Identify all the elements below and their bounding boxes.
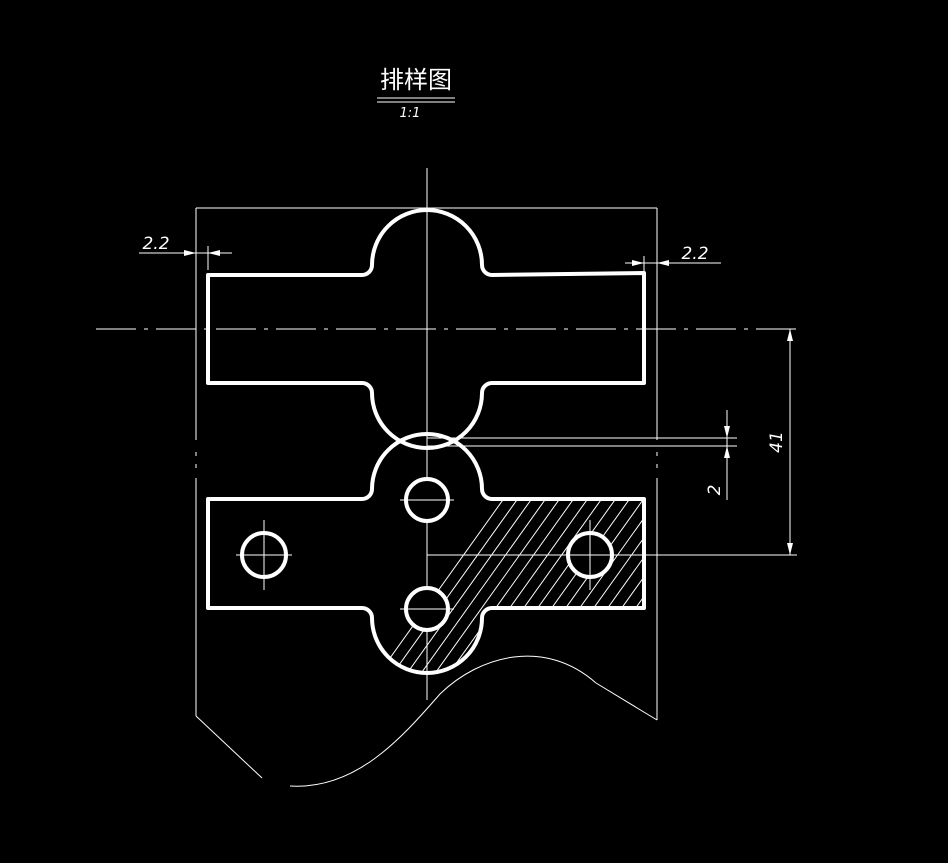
hatch-line: [850, 420, 948, 700]
hatch-line: [794, 420, 948, 700]
hatch-line: [934, 420, 948, 700]
dimension-left-margin: 2.2: [139, 234, 232, 270]
hatch-line: [878, 420, 948, 700]
hatch-line: [836, 420, 948, 700]
hatch-line: [625, 434, 644, 673]
hatch-line: [668, 420, 868, 700]
hatch-line: [639, 434, 644, 673]
hatch-line: [696, 420, 896, 700]
drawing-scale: 1:1: [400, 106, 421, 121]
hatch-line: [752, 420, 948, 700]
hatch-line: [766, 420, 948, 700]
right-margin-label: 2.2: [681, 244, 708, 264]
dimension-pitch: 41: [427, 329, 797, 556]
dimension-right-margin: 2.2: [625, 244, 721, 272]
hatch-line: [808, 420, 948, 700]
hatch-line: [724, 420, 924, 700]
hatch-line: [892, 420, 948, 700]
pitch-label: 41: [767, 431, 787, 453]
hatch-line: [654, 420, 854, 700]
hatch-line: [822, 420, 948, 700]
lower-part-outline: [206, 432, 646, 675]
strip-break-marks: [195, 452, 658, 468]
lower-part-hatching: [359, 420, 948, 700]
hatch-line: [920, 420, 948, 700]
hatch-line: [864, 420, 948, 700]
left-margin-label: 2.2: [142, 234, 169, 254]
upper-part-outline: [206, 208, 646, 450]
drawing-title: 排样图: [380, 66, 452, 94]
hatch-line: [906, 420, 948, 700]
hatch-line: [710, 420, 910, 700]
hatch-line: [682, 420, 882, 700]
hatch-line: [780, 420, 948, 700]
hatch-line: [738, 420, 938, 700]
dimension-gap: 2: [427, 410, 737, 500]
gap-label: 2: [705, 485, 725, 496]
